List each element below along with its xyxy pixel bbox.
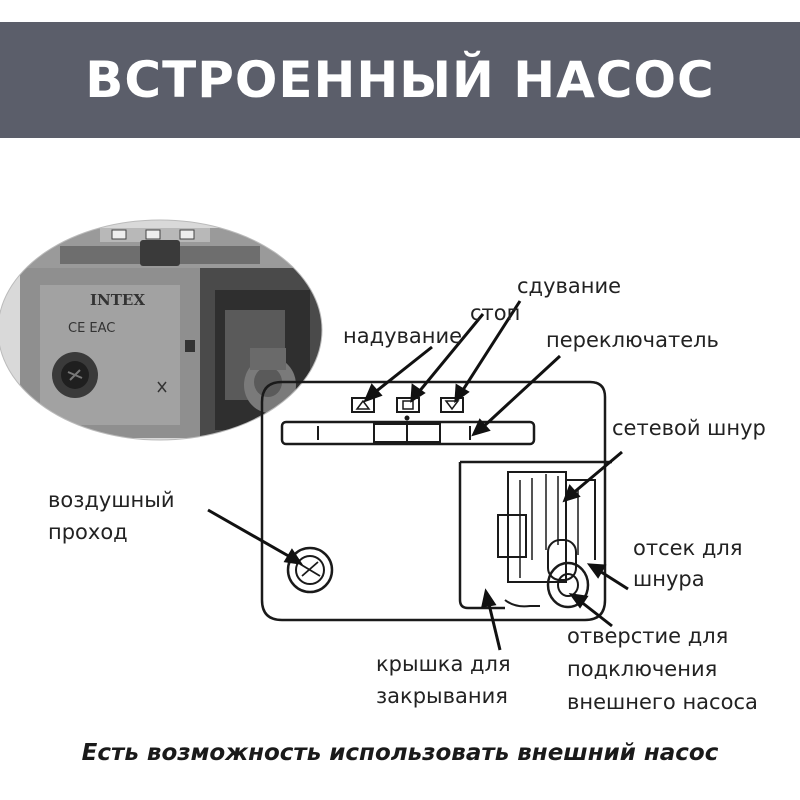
label-switch: переключатель: [546, 328, 719, 352]
page-title: ВСТРОЕННЫЙ НАСОС: [85, 51, 715, 109]
label-deflate: сдувание: [517, 274, 622, 298]
stop-icon: [402, 400, 414, 410]
label-port-line3: внешнего насоса: [567, 690, 758, 714]
label-inflate: надувание: [343, 324, 463, 348]
mode-buttons: [351, 397, 464, 421]
intex-logo: INTEX: [90, 291, 145, 309]
pump-schematic: [260, 380, 612, 622]
label-cord-compartment-line1: отсек для: [633, 536, 743, 560]
label-stop: стоп: [470, 301, 521, 325]
pointer-arrows: [207, 300, 629, 651]
label-power-cord: сетевой шнур: [612, 416, 766, 440]
stop-button: [396, 397, 420, 413]
deflate-icon: [444, 400, 460, 411]
label-port-line1: отверстие для: [567, 624, 729, 648]
label-port-line2: подключения: [567, 657, 718, 681]
certification-marks: CE EAC: [68, 321, 115, 336]
inflate-button: [351, 397, 375, 413]
deflate-button: [440, 397, 464, 413]
label-cover-line1: крышка для: [376, 652, 511, 676]
inflate-icon: [355, 399, 371, 410]
pump-photo: [0, 219, 323, 441]
label-cord-compartment-line2: шнура: [633, 567, 705, 591]
label-air-passage-line1: воздушный: [48, 488, 175, 512]
label-cover-line2: закрывания: [376, 684, 508, 708]
title-banner: [0, 22, 800, 138]
label-air-passage-line2: проход: [48, 520, 128, 544]
footer-note: Есть возможность использовать внешний на…: [81, 740, 719, 766]
